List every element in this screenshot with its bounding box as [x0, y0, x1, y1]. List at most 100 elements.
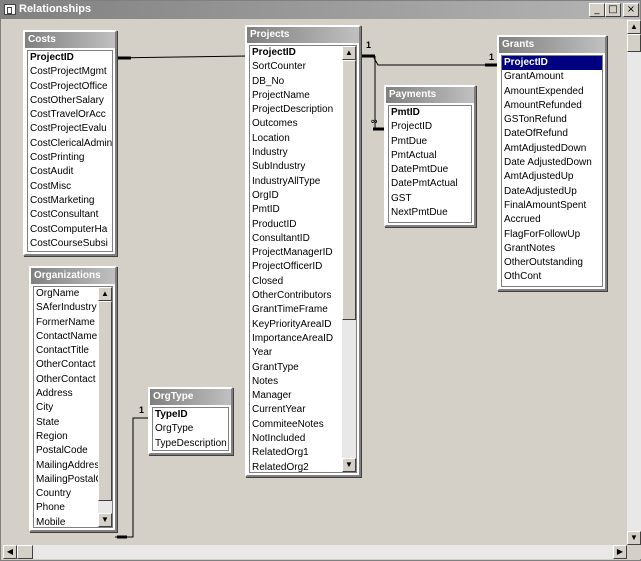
scroll-left-icon[interactable]: ◀ [3, 545, 17, 559]
field-item[interactable]: CostCourseSubsi [30, 237, 108, 249]
field-item[interactable]: GSTonRefund [504, 114, 567, 126]
field-item[interactable]: OrgType [155, 423, 194, 435]
field-item[interactable]: ProjectID [502, 56, 602, 71]
field-item[interactable]: CostProjectOffice [30, 80, 108, 92]
payments-table-title[interactable]: Payments [386, 87, 474, 103]
scroll-thumb[interactable] [17, 545, 33, 559]
field-item[interactable]: SAferIndustry [36, 302, 97, 314]
field-item[interactable]: Location [252, 132, 290, 144]
field-item[interactable]: OrgName [36, 288, 80, 299]
field-item[interactable]: AmountExpended [504, 85, 584, 97]
scroll-up-icon[interactable]: ▲ [98, 287, 112, 301]
field-item[interactable]: CostComputerHa [30, 223, 108, 235]
field-item[interactable]: CostMisc [30, 180, 72, 192]
field-item[interactable]: DatePmtDue [391, 164, 449, 176]
field-item[interactable]: AmtAdjustedDown [504, 142, 587, 154]
field-item[interactable]: Address [36, 388, 73, 400]
scroll-right-icon[interactable]: ▶ [613, 545, 627, 559]
field-item[interactable]: TypeID [155, 409, 188, 420]
field-item[interactable]: Country [36, 488, 72, 500]
field-item[interactable]: AmtAdjustedUp [504, 171, 574, 183]
field-item[interactable]: CostAudit [30, 166, 74, 178]
field-item[interactable]: FormerName [36, 316, 95, 328]
field-item[interactable]: DB_No [252, 75, 285, 87]
field-item[interactable]: CostProjectMgmt [30, 66, 107, 78]
field-item[interactable]: RelatedOrg1 [252, 447, 309, 459]
field-item[interactable]: CostPrinting [30, 152, 85, 164]
grants-table-title[interactable]: Grants [499, 37, 605, 53]
field-item[interactable]: CostOtherSalary [30, 94, 104, 106]
minimize-button[interactable]: _ [589, 3, 605, 17]
field-item[interactable]: FinalAmountSpent [504, 199, 587, 211]
field-item[interactable]: CostConsultant [30, 209, 99, 221]
field-item[interactable]: PmtDue [391, 135, 428, 147]
field-item[interactable]: State [36, 416, 60, 428]
field-item[interactable]: ProjectID [391, 121, 433, 133]
title-bar[interactable]: Relationships _ □ × [1, 1, 640, 19]
field-item[interactable]: CostMarketing [30, 194, 95, 206]
field-item[interactable]: Manager [252, 390, 292, 402]
window-vertical-scrollbar[interactable]: ▲ ▼ [627, 20, 641, 545]
field-item[interactable]: OrgID [252, 189, 279, 201]
field-item[interactable]: Date AdjustedDown [504, 157, 592, 169]
field-item[interactable]: SortCounter [252, 61, 306, 73]
scroll-down-icon[interactable]: ▼ [627, 531, 641, 545]
field-item[interactable]: AmountRefunded [504, 99, 582, 111]
field-item[interactable]: CostProjectEvalu [30, 123, 107, 135]
projects-table-title[interactable]: Projects [247, 27, 359, 43]
field-item[interactable]: PmtID [391, 107, 420, 118]
field-item[interactable]: OtherContact [36, 373, 96, 385]
field-item[interactable]: RelatedOrg2 [252, 461, 309, 472]
field-item[interactable]: GrantAmount [504, 71, 564, 83]
field-item[interactable]: City [36, 402, 54, 414]
costs-table-title[interactable]: Costs [25, 32, 115, 48]
scroll-down-icon[interactable]: ▼ [98, 513, 112, 527]
field-item[interactable]: Accrued [504, 214, 541, 226]
close-button[interactable]: × [623, 3, 639, 17]
field-item[interactable]: SubIndustry [252, 161, 306, 173]
field-item[interactable]: PostalCode [36, 445, 88, 457]
field-item[interactable]: OthCont [504, 271, 542, 283]
field-item[interactable]: Region [36, 430, 68, 442]
scroll-thumb[interactable] [98, 301, 112, 501]
field-item[interactable]: PmtActual [391, 149, 437, 161]
scroll-up-icon[interactable]: ▲ [342, 46, 356, 60]
field-item[interactable]: Phone [36, 502, 65, 514]
field-item[interactable]: GrantType [252, 361, 299, 373]
field-item[interactable]: OtherContributors [252, 290, 332, 302]
field-item[interactable]: ProjectID [252, 47, 296, 58]
field-item[interactable]: ProjectOfficerID [252, 261, 323, 273]
field-item[interactable]: DateAdjustedUp [504, 185, 577, 197]
field-item[interactable]: ConsultantID [252, 232, 310, 244]
scroll-down-icon[interactable]: ▼ [342, 458, 356, 472]
field-item[interactable]: ProjectName [252, 89, 310, 101]
field-item[interactable]: NotIncluded [252, 433, 306, 445]
field-item[interactable]: ContactTitle [36, 345, 89, 357]
field-item[interactable]: ProjectDescription [252, 104, 334, 116]
scroll-up-icon[interactable]: ▲ [627, 20, 641, 34]
field-item[interactable]: Outcomes [252, 118, 298, 130]
field-item[interactable]: Industry [252, 147, 288, 159]
organizations-scrollbar[interactable]: ▲ ▼ [98, 287, 112, 527]
field-item[interactable]: FlagForFollowUp [504, 228, 581, 240]
field-item[interactable]: IndustryAllType [252, 175, 321, 187]
field-item[interactable]: CurrentYear [252, 404, 306, 416]
field-item[interactable]: NextPmtDue [391, 207, 448, 219]
orgtype-table-title[interactable]: OrgType [150, 389, 231, 405]
scroll-thumb[interactable] [342, 60, 356, 320]
field-item[interactable]: GrantTimeFrame [252, 304, 328, 316]
field-item[interactable]: Closed [252, 275, 284, 287]
scroll-thumb[interactable] [627, 34, 641, 52]
projects-scrollbar[interactable]: ▲ ▼ [342, 46, 356, 472]
field-item[interactable]: PmtID [252, 204, 280, 216]
